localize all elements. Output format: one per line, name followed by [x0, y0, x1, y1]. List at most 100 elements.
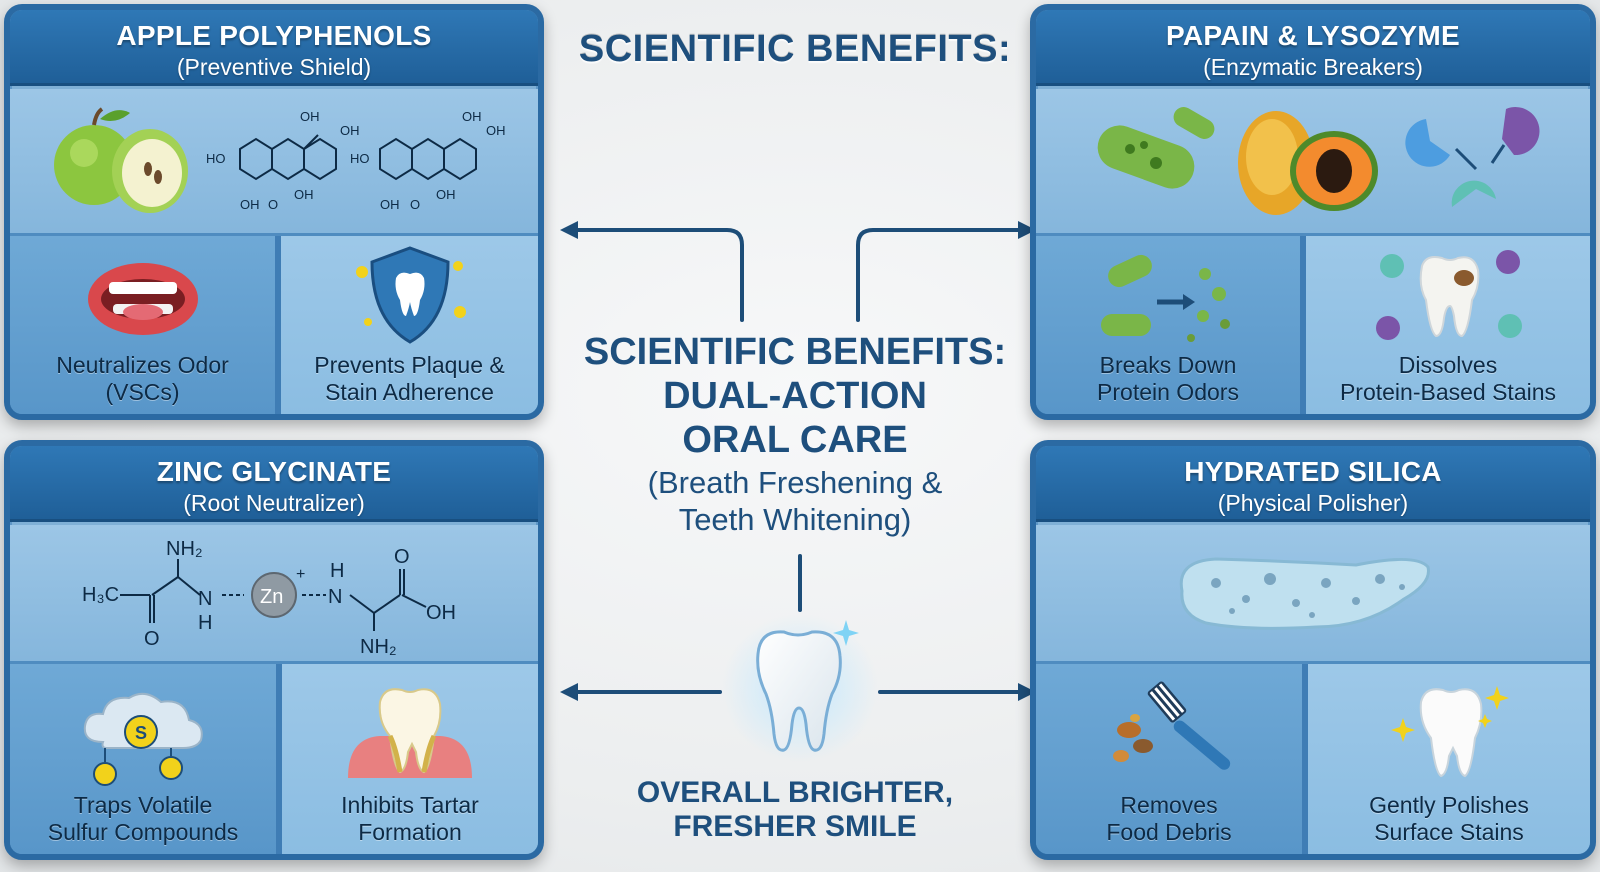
- cell-divider: [275, 236, 281, 414]
- panel-header: ZINC GLYCINATE (Root Neutralizer): [10, 446, 538, 522]
- mol-label: OH: [340, 123, 360, 138]
- benefit-line: Inhibits Tartar: [341, 792, 479, 818]
- enzyme-icon: [1405, 107, 1540, 207]
- mol-label: OH: [294, 187, 314, 202]
- benefit-line: Sulfur Compounds: [47, 819, 239, 845]
- panel-subtitle: (Root Neutralizer): [183, 490, 365, 516]
- benefit-label: Inhibits Tartar Formation: [282, 792, 538, 846]
- benefit-line: Breaks Down: [1099, 352, 1237, 378]
- center-line-5: Teeth Whitening): [678, 502, 912, 537]
- panel-header: APPLE POLYPHENOLS (Preventive Shield): [10, 10, 538, 86]
- benefit-line: Stain Adherence: [325, 379, 494, 405]
- tooth-tartar-icon: [348, 688, 472, 778]
- benefit-line: Protein Odors: [1097, 379, 1239, 405]
- mol-label: H: [198, 612, 212, 634]
- sulfur-cloud-icon: S: [83, 692, 203, 786]
- benefit-cell-left: S Traps Volatile Sulfur Compounds: [10, 664, 276, 854]
- arrow-top-left: [570, 228, 744, 322]
- bottom-caption: OVERALL BRIGHTER, FRESHER SMILE: [560, 776, 1030, 844]
- mol-label: O: [144, 628, 160, 650]
- mol-label: O: [410, 197, 420, 212]
- shield-tooth-icon: [355, 246, 466, 344]
- panel-title: ZINC GLYCINATE: [156, 456, 392, 487]
- panel-hydrated-silica: HYDRATED SILICA (Physical Polisher): [1030, 440, 1596, 860]
- mol-label: OH: [380, 197, 400, 212]
- mol-label: OH: [240, 197, 260, 212]
- toothbrush-debris-icon: [1113, 681, 1231, 770]
- benefit-label: Gently Polishes Surface Stains: [1308, 792, 1590, 846]
- cell-divider: [1302, 664, 1308, 854]
- mouth-icon: [87, 263, 198, 335]
- mol-label: N: [198, 588, 212, 610]
- benefit-cell-left: Removes Food Debris: [1036, 664, 1302, 854]
- panel-illustration: [1036, 89, 1590, 236]
- benefit-line: (VSCs): [105, 379, 180, 405]
- benefit-label: Breaks Down Protein Odors: [1036, 352, 1300, 406]
- panel-title: APPLE POLYPHENOLS: [116, 20, 432, 51]
- silica-gel-icon: [1179, 557, 1430, 630]
- benefit-cell-left: Breaks Down Protein Odors: [1036, 236, 1300, 414]
- bacteria-breakdown-icon: [1101, 254, 1230, 342]
- mol-label: HO: [350, 151, 370, 166]
- mol-label: OH: [486, 123, 506, 138]
- mol-label: +: [296, 566, 305, 583]
- zinc-glycinate-molecule-icon: H₃C NH₂ N H O Zn + H N O OH NH₂: [82, 538, 456, 657]
- center-line-2: DUAL-ACTION: [663, 375, 927, 417]
- benefit-line: Traps Volatile: [73, 792, 213, 818]
- benefit-line: Surface Stains: [1374, 819, 1524, 845]
- mol-label: H: [330, 560, 344, 582]
- mol-label: OH: [300, 109, 320, 124]
- benefit-line: Protein-Based Stains: [1339, 379, 1557, 405]
- panel-title: HYDRATED SILICA: [1184, 456, 1442, 487]
- mol-label: OH: [426, 602, 456, 624]
- benefit-cell-right: Inhibits Tartar Formation: [282, 664, 538, 854]
- benefit-cell-left: Neutralizes Odor (VSCs): [10, 236, 275, 414]
- center-title-block: SCIENTIFIC BENEFITS: DUAL-ACTION ORAL CA…: [560, 330, 1030, 538]
- benefit-cell-right: Gently Polishes Surface Stains: [1308, 664, 1590, 854]
- panel-subtitle: (Physical Polisher): [1217, 490, 1409, 516]
- benefit-label: Prevents Plaque & Stain Adherence: [281, 352, 538, 406]
- bottom-caption-line-2: FRESHER SMILE: [673, 810, 917, 843]
- apple-icon: [54, 107, 188, 213]
- mol-label: OH: [462, 109, 482, 124]
- benefit-line: Gently Polishes: [1369, 792, 1529, 818]
- sparkling-tooth-icon: [1391, 686, 1509, 778]
- panel-illustration: H₃C NH₂ N H O Zn + H N O OH NH₂: [10, 525, 538, 664]
- panel-subtitle: (Enzymatic Breakers): [1203, 54, 1423, 80]
- cell-divider: [276, 664, 282, 854]
- coin-symbol: S: [135, 723, 147, 743]
- benefit-label: Removes Food Debris: [1036, 792, 1302, 846]
- zinc-atom-icon: [251, 572, 297, 618]
- cell-divider: [1300, 236, 1306, 414]
- mol-label: N: [328, 586, 342, 608]
- benefit-line: Neutralizes Odor: [56, 352, 229, 378]
- benefit-line: Removes: [1120, 792, 1218, 818]
- benefit-line: Prevents Plaque &: [314, 352, 505, 378]
- papaya-icon: [1238, 111, 1378, 215]
- benefit-cell-right: Dissolves Protein-Based Stains: [1306, 236, 1590, 414]
- benefit-label: Dissolves Protein-Based Stains: [1306, 352, 1590, 406]
- panel-header: HYDRATED SILICA (Physical Polisher): [1036, 446, 1590, 522]
- panel-papain-lysozyme: PAPAIN & LYSOZYME (Enzymatic Breakers): [1030, 4, 1596, 420]
- benefit-line: Food Debris: [1106, 819, 1232, 845]
- panel-illustration: OH OH HO OH OH O OH OH HO OH OH O: [10, 89, 538, 236]
- center-line-4: (Breath Freshening &: [647, 465, 943, 500]
- mol-label: NH₂: [166, 538, 203, 560]
- center-line-3: ORAL CARE: [682, 419, 908, 461]
- center-line-1: SCIENTIFIC BENEFITS:: [583, 331, 1007, 373]
- mol-label: NH₂: [360, 636, 397, 657]
- central-tooth-icon: [722, 614, 878, 762]
- panel-apple-polyphenols: APPLE POLYPHENOLS (Preventive Shield): [4, 4, 544, 420]
- mol-label: HO: [206, 151, 226, 166]
- tooth-stain-enzyme-icon: [1376, 250, 1522, 340]
- panel-header: PAPAIN & LYSOZYME (Enzymatic Breakers): [1036, 10, 1590, 86]
- arrow-top-right: [856, 228, 1024, 322]
- panel-subtitle: (Preventive Shield): [176, 54, 372, 80]
- top-title: SCIENTIFIC BENEFITS:: [578, 28, 1012, 70]
- benefit-line: Dissolves: [1398, 352, 1498, 378]
- mol-label: OH: [436, 187, 456, 202]
- panel-illustration: [1036, 525, 1590, 664]
- mol-label: Zn: [260, 586, 283, 608]
- panel-title: PAPAIN & LYSOZYME: [1166, 20, 1460, 51]
